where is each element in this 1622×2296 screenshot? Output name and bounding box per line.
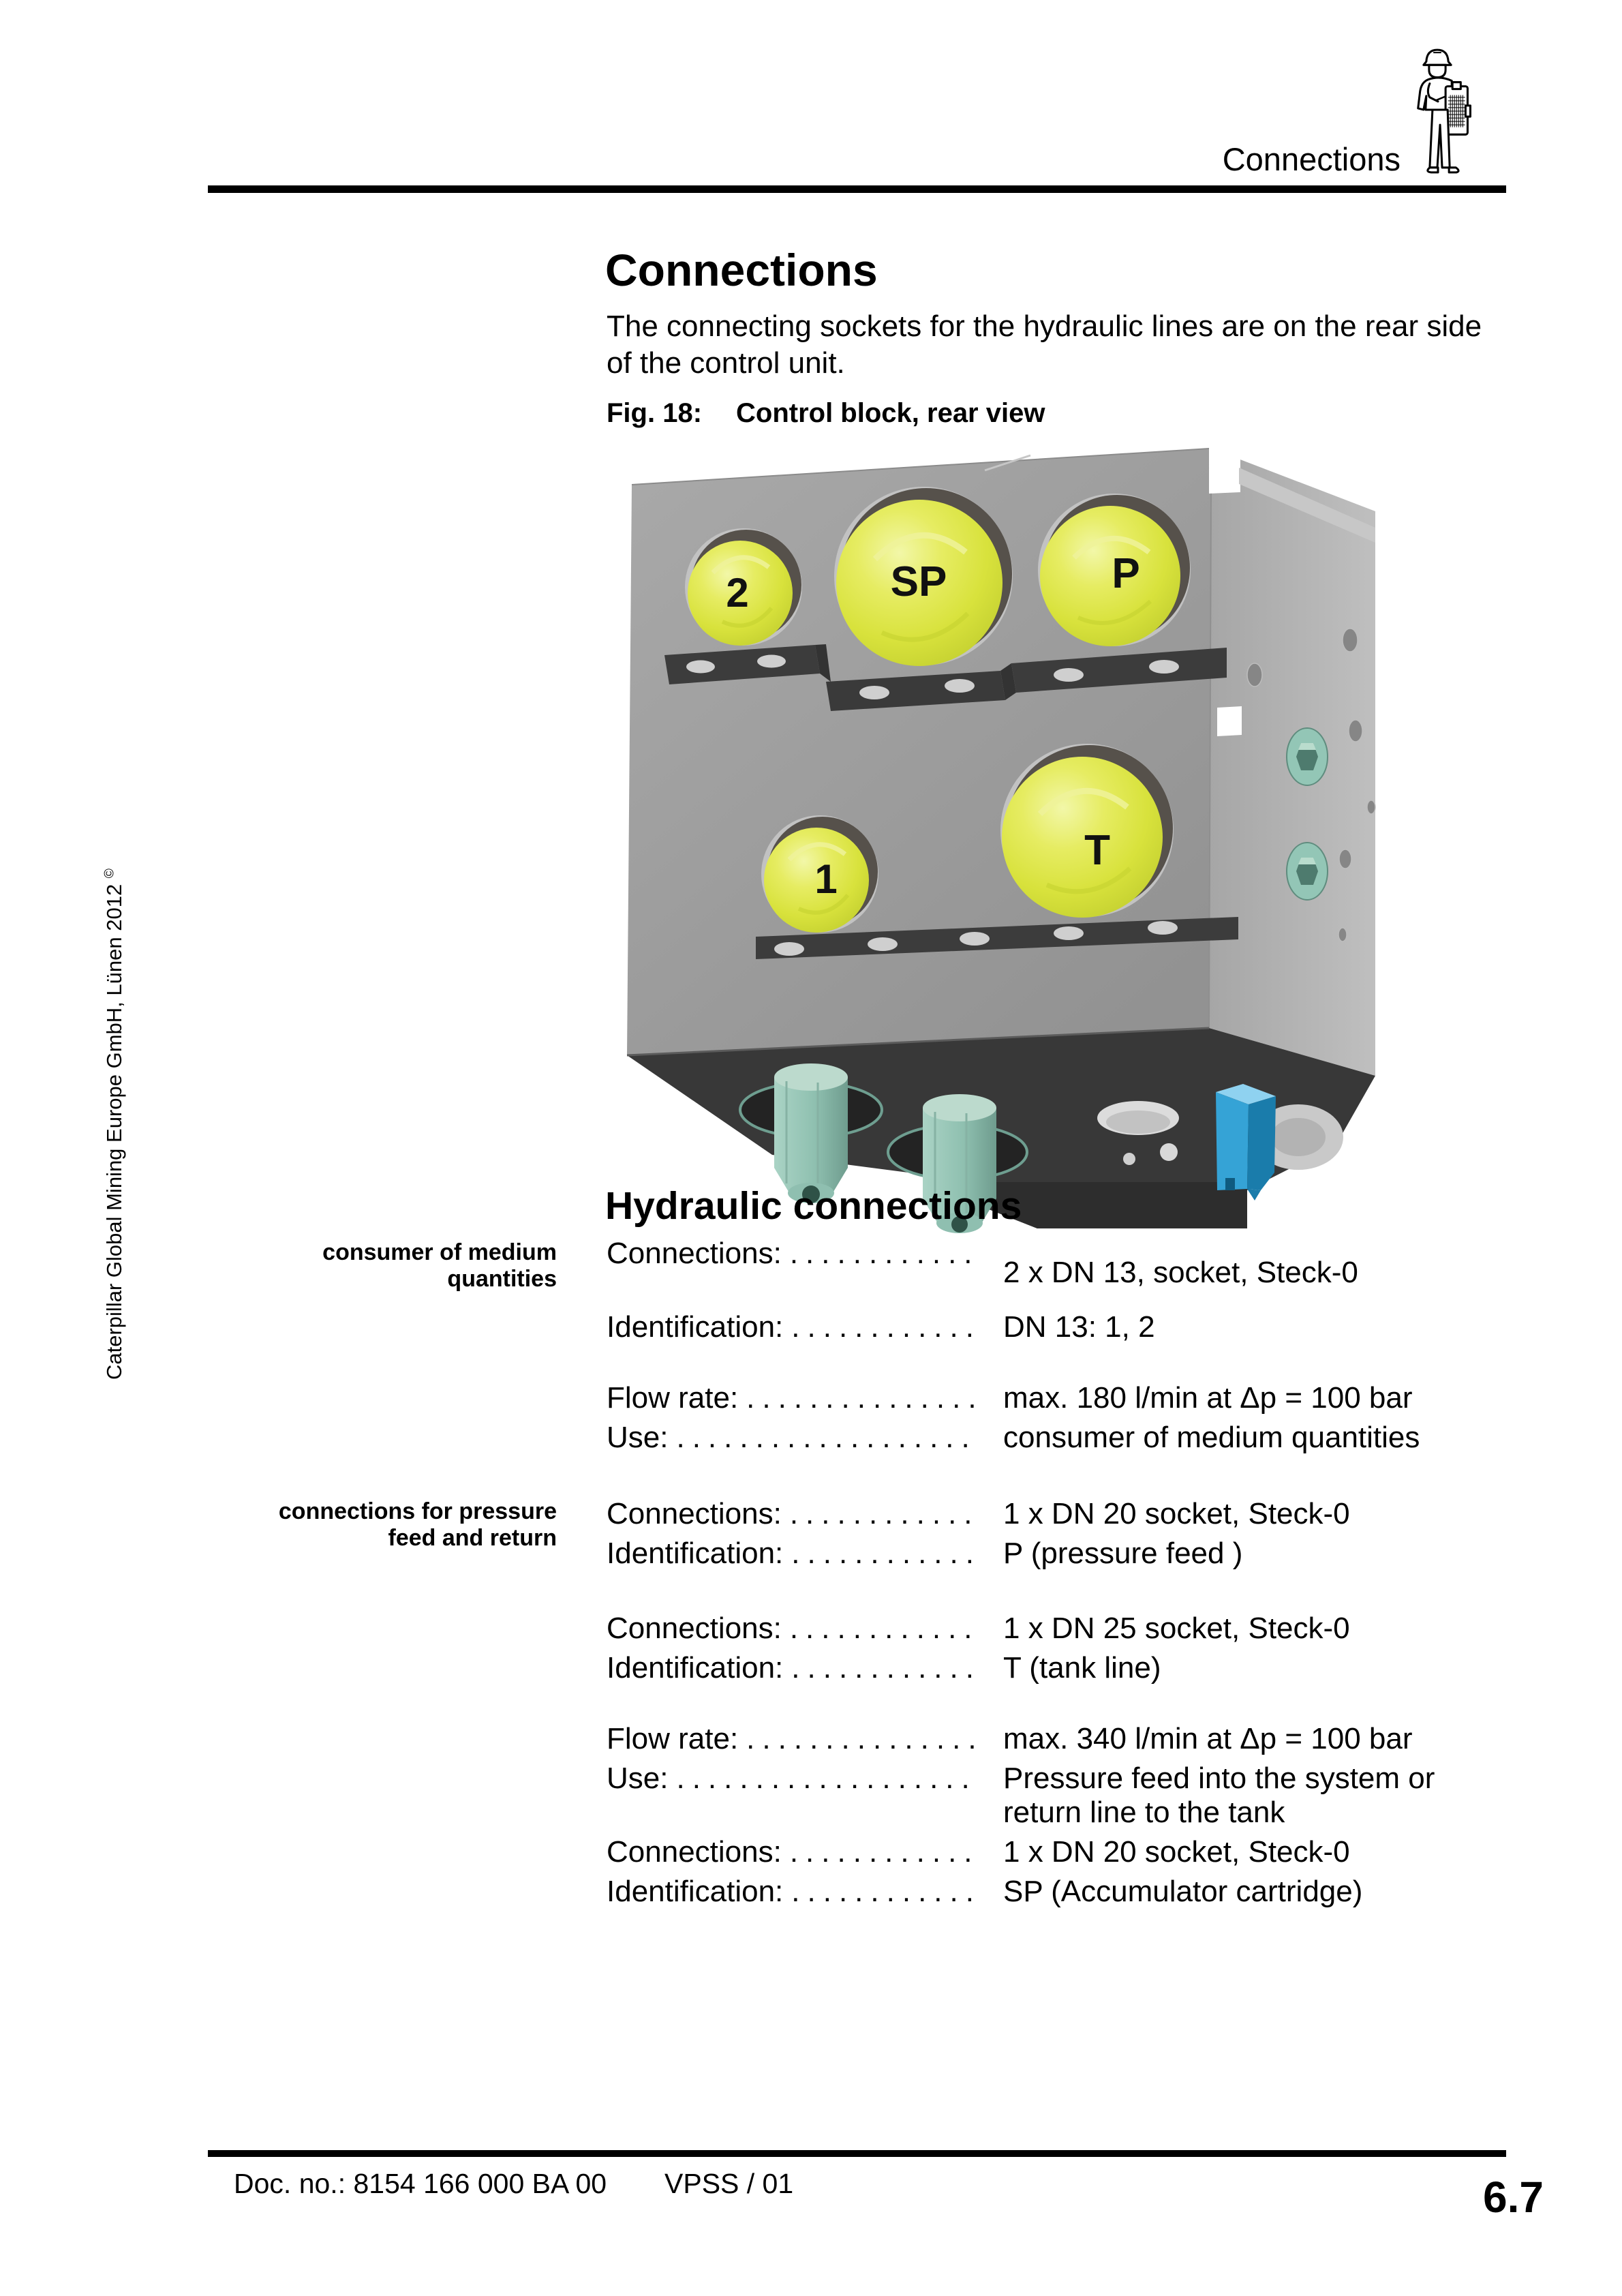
page-title: Connections <box>605 245 878 295</box>
svg-text:T: T <box>1084 827 1110 874</box>
leader-dots: ............ <box>791 1875 981 1908</box>
leader-dots: ............ <box>789 1835 980 1869</box>
side-drill-holes <box>1246 628 1376 942</box>
header-rule <box>208 185 1506 193</box>
spec-row: Identification:............ T (tank line) <box>607 1651 1506 1685</box>
side-hex-plug <box>1286 727 1328 786</box>
mounting-bar-upper <box>664 644 1227 711</box>
spec-row: Use:................... Pressure feed int… <box>607 1762 1506 1829</box>
margin-label-line: consumer of medium <box>322 1239 557 1265</box>
port-1: 1 <box>761 815 878 933</box>
intro-line: The connecting sockets for the hydraulic… <box>607 309 1482 343</box>
spec-value: P (pressure feed ) <box>1003 1537 1243 1570</box>
port-t: T <box>1000 744 1174 918</box>
leader-dots: ............ <box>789 1237 980 1270</box>
spec-label: Connections: <box>607 1612 782 1645</box>
leader-dots: ................... <box>676 1421 977 1454</box>
spec-label: Identification: <box>607 1875 784 1908</box>
spec-row: Flow rate:............... max. 340 l/min … <box>607 1722 1506 1756</box>
spec-value: max. 340 l/min at Δp = 100 bar <box>1003 1722 1413 1755</box>
spec-row: Flow rate:............... max. 180 l/min … <box>607 1381 1506 1415</box>
spec-value: SP (Accumulator cartridge) <box>1003 1875 1363 1908</box>
page-number: 6.7 <box>1483 2173 1544 2222</box>
spec-label: Connections: <box>607 1835 782 1869</box>
svg-text:1: 1 <box>814 856 837 902</box>
spec-row: Use:................... consumer of mediu… <box>607 1421 1506 1455</box>
figure-caption-text: Control block, rear view <box>736 398 1045 428</box>
spec-row: Connections:............ 1 x DN 25 socket… <box>607 1612 1506 1646</box>
spec-value-line2: return line to the tank <box>1003 1796 1285 1829</box>
margin-label-line: feed and return <box>388 1525 557 1551</box>
spec-row: Identification:............ P (pressure f… <box>607 1537 1506 1571</box>
page-header-title: Connections <box>1222 141 1401 177</box>
spec-label: Identification: <box>607 1537 784 1570</box>
leader-dots: ................... <box>676 1762 977 1795</box>
spec-row: Connections:............ 2 x DN 13, socke… <box>607 1237 1506 1289</box>
copyright-symbol: © <box>102 868 117 879</box>
leader-dots: ............ <box>789 1497 980 1530</box>
blue-fitting <box>1216 1084 1276 1200</box>
bottom-hex-plug <box>923 1094 996 1233</box>
spec-label: Use: <box>607 1421 669 1454</box>
spec-row: Identification:............ DN 13: 1, 2 <box>607 1310 1506 1344</box>
footer-version: VPSS / 01 <box>664 2168 794 2199</box>
spec-row: Identification:............ SP (Accumulat… <box>607 1875 1506 1909</box>
intro-paragraph: The connecting sockets for the hydraulic… <box>607 308 1482 382</box>
footer-rule <box>208 2150 1506 2157</box>
spec-label: Connections: <box>607 1497 782 1530</box>
port-sp: SP <box>834 487 1013 666</box>
leader-dots: ............ <box>789 1612 980 1645</box>
spec-value: max. 180 l/min at Δp = 100 bar <box>1003 1381 1413 1415</box>
spec-value: 2 x DN 13, socket, Steck-0 <box>1003 1256 1358 1289</box>
leader-dots: ............ <box>791 1651 981 1685</box>
copyright-sidebar: Caterpillar Global Mining Europe GmbH, L… <box>102 848 127 1380</box>
leader-dots: ............ <box>791 1310 981 1344</box>
control-block-figure: 2 SP P 1 T <box>613 428 1383 1239</box>
spec-value: DN 13: 1, 2 <box>1003 1310 1155 1344</box>
bottom-hex-plug <box>774 1063 848 1203</box>
margin-label-line: connections for pressure <box>278 1498 557 1524</box>
leader-dots: ............... <box>746 1381 984 1415</box>
side-hex-plug <box>1286 842 1328 901</box>
spec-label: Flow rate: <box>607 1722 739 1755</box>
figure-caption: Fig. 18: Control block, rear view <box>607 398 1045 429</box>
spec-label: Identification: <box>607 1310 784 1344</box>
spec-value: 1 x DN 20 socket, Steck-0 <box>1003 1497 1350 1530</box>
mounting-bar-lower <box>756 917 1238 959</box>
spec-value: consumer of medium quantities <box>1003 1421 1420 1454</box>
port-p: P <box>1038 494 1191 646</box>
section-heading: Hydraulic connections <box>605 1184 1022 1228</box>
margin-label-line: quantities <box>447 1266 557 1292</box>
footer-doc-number: Doc. no.: 8154 166 000 BA 00 <box>234 2168 607 2199</box>
spec-label: Connections: <box>607 1237 782 1270</box>
figure-caption-label: Fig. 18: <box>607 398 703 428</box>
svg-text:2: 2 <box>726 570 748 616</box>
spec-label: Use: <box>607 1762 669 1795</box>
spec-value: Pressure feed into the system or <box>1003 1762 1435 1795</box>
leader-dots: ............ <box>791 1537 981 1570</box>
leader-dots: ............... <box>746 1722 984 1755</box>
svg-text:P: P <box>1112 550 1139 597</box>
spec-value: 1 x DN 25 socket, Steck-0 <box>1003 1612 1350 1645</box>
intro-line: of the control unit. <box>607 346 845 380</box>
spec-value: T (tank line) <box>1003 1651 1161 1685</box>
engineer-clipboard-icon <box>1404 44 1472 181</box>
copyright-text: Caterpillar Global Mining Europe GmbH, L… <box>102 883 126 1380</box>
spec-label: Flow rate: <box>607 1381 739 1415</box>
svg-text:SP: SP <box>891 558 947 605</box>
spec-label: Identification: <box>607 1651 784 1685</box>
spec-row: Connections:............ 1 x DN 20 socket… <box>607 1835 1506 1869</box>
port-2: 2 <box>685 528 802 646</box>
spec-value: 1 x DN 20 socket, Steck-0 <box>1003 1835 1350 1869</box>
spec-row: Connections:............ 1 x DN 20 socket… <box>607 1497 1506 1531</box>
